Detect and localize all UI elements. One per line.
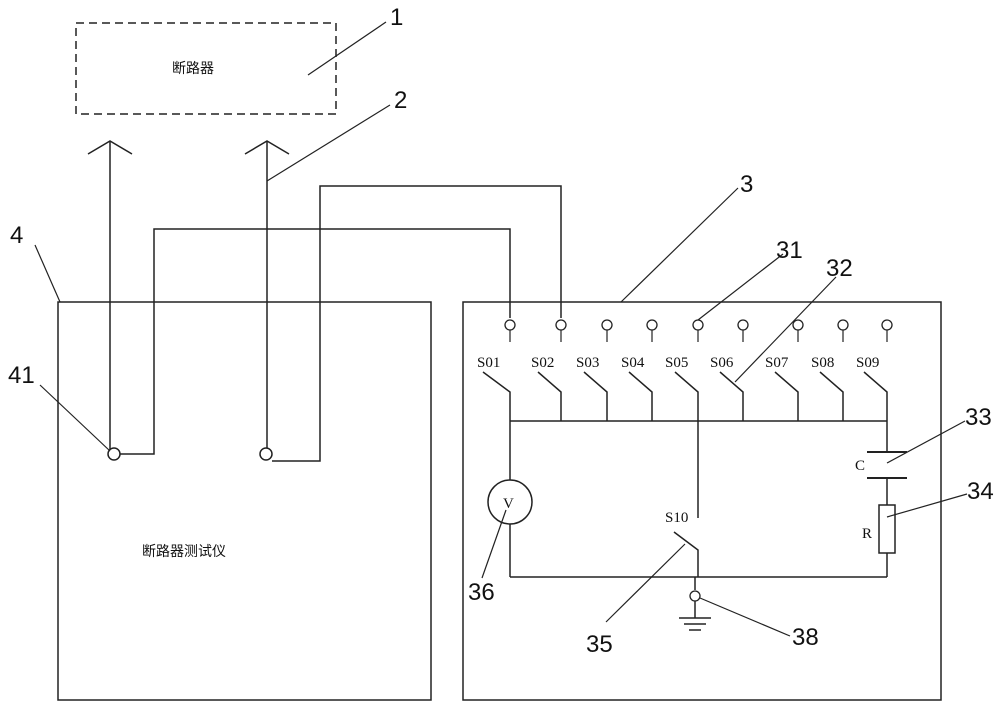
resistor-label: R xyxy=(862,526,872,542)
ref-2: 2 xyxy=(394,87,407,114)
label-s04: S04 xyxy=(621,355,645,371)
label-s03: S03 xyxy=(576,355,599,371)
tester-terminal-2 xyxy=(259,447,273,461)
terminal-s02 xyxy=(555,319,567,331)
ground-icon xyxy=(679,617,711,631)
switch-s10-blade xyxy=(673,531,699,577)
output-arrow-1 xyxy=(87,140,133,454)
terminal-s01 xyxy=(504,319,516,331)
terminal-s09 xyxy=(881,319,893,331)
label-s06: S06 xyxy=(710,355,734,371)
terminal-s05 xyxy=(692,319,704,331)
label-s02: S02 xyxy=(531,355,554,371)
tester-terminal-41 xyxy=(107,447,121,461)
ref-41: 41 xyxy=(8,362,35,389)
ref-3: 3 xyxy=(740,171,753,198)
ref-32: 32 xyxy=(826,255,853,282)
wire-2-to-s02 xyxy=(272,185,562,462)
breaker-label: 断路器 xyxy=(172,61,214,77)
label-s08: S08 xyxy=(811,355,834,371)
ref-4: 4 xyxy=(10,222,23,249)
ref-1: 1 xyxy=(390,4,403,31)
wire-41-to-s01 xyxy=(120,228,511,455)
leader-lines xyxy=(34,21,968,637)
ref-34: 34 xyxy=(967,478,994,505)
switch-labels: S01 S02 S03 S04 S05 S06 S07 S08 S09 xyxy=(477,355,879,371)
ref-38: 38 xyxy=(792,624,819,651)
voltmeter-symbol: V xyxy=(503,496,514,512)
label-s07: S07 xyxy=(765,355,789,371)
label-s09: S09 xyxy=(856,355,879,371)
resistor xyxy=(878,504,896,554)
label-s01: S01 xyxy=(477,355,500,371)
breaker-box xyxy=(75,22,337,115)
ref-35: 35 xyxy=(586,631,613,658)
terminal-s06 xyxy=(737,319,749,331)
label-s10: S10 xyxy=(665,510,688,526)
capacitor-label: C xyxy=(855,458,865,474)
switch-blades xyxy=(482,371,888,421)
terminal-s08 xyxy=(837,319,849,331)
reference-numbers: 1 2 3 4 31 32 33 34 35 36 38 41 xyxy=(8,4,994,658)
tester-label: 断路器测试仪 xyxy=(142,544,226,560)
ref-36: 36 xyxy=(468,579,495,606)
terminal-s07 xyxy=(792,319,804,331)
ground-terminal xyxy=(689,590,701,602)
output-arrow-2 xyxy=(244,140,290,454)
label-s05: S05 xyxy=(665,355,688,371)
terminal-s03 xyxy=(601,319,613,331)
ref-33: 33 xyxy=(965,404,992,431)
tester-box xyxy=(57,301,432,701)
switch-terminals xyxy=(504,319,893,342)
terminal-s04 xyxy=(646,319,658,331)
ref-31: 31 xyxy=(776,237,803,264)
